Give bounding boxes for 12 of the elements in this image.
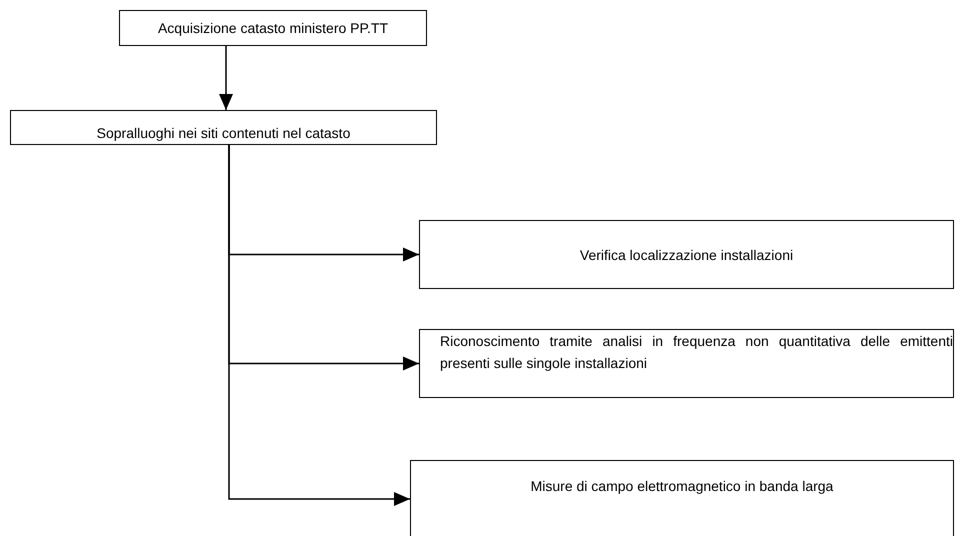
process-box [410,460,954,536]
process-box [419,220,954,289]
box-label: Misure di campo elettromagnetico in banda larga [530,477,834,496]
box-label: Acquisizione catasto ministero PP.TT [158,19,388,38]
box-label: Verifica localizzazione installazioni [580,246,794,264]
arrow [228,145,410,506]
arrow [219,46,233,110]
box-label: Riconoscimento tramite analisi in frequenza non quantitativa delle emittenti presenti sulle singole installazioni [440,332,953,373]
process-box [119,10,427,46]
process-box [419,329,954,398]
process-box [10,110,437,145]
box-label: Sopralluoghi nei siti contenuti nel catasto [96,124,350,143]
